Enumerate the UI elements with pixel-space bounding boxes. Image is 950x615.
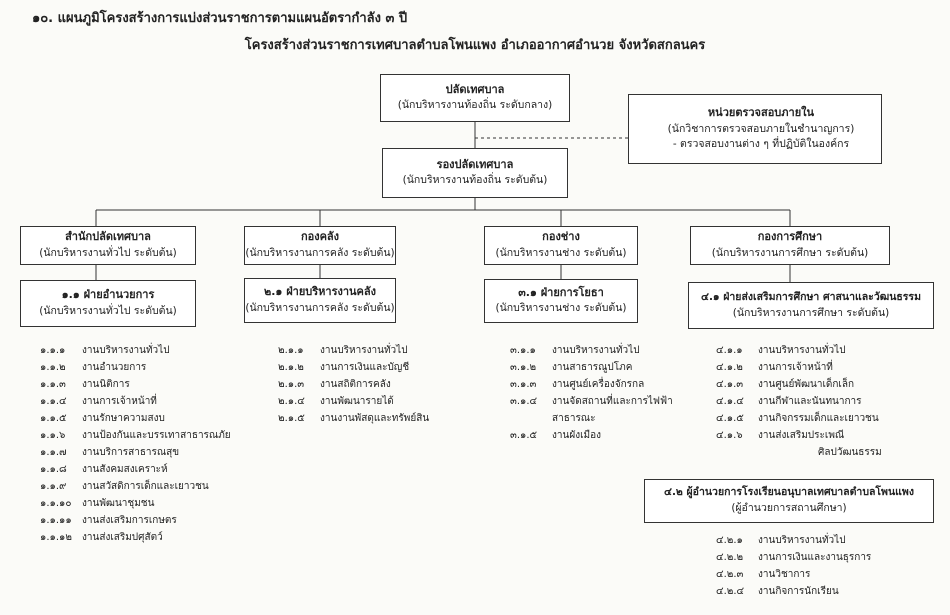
deputy-clerk-box: รองปลัดเทศบาล (นักบริหารงานท้องถิ่น ระดั… — [382, 148, 568, 198]
list-item: ๑.๑.๒งานอำนวยการ — [40, 362, 147, 373]
task-list-education: ๔.๑.๑งานบริหารงานทั่วไป ๔.๑.๒งานการเจ้าห… — [716, 346, 882, 465]
section-subtitle: (นักบริหารงานการคลัง ระดับต้น) — [245, 301, 395, 314]
list-item: ๓.๑.๒งานสาธารณูปโภค — [510, 362, 633, 373]
task-list-clerk-office: ๑.๑.๑งานบริหารงานทั่วไป ๑.๑.๒งานอำนวยการ… — [40, 346, 231, 550]
list-item: ๔.๑.๒งานการเจ้าหน้าที่ — [716, 362, 833, 373]
division-subtitle: (นักบริหารงานทั่วไป ระดับต้น) — [39, 246, 177, 259]
list-item: ๑.๑.๑๑งานส่งเสริมการเกษตร — [40, 515, 177, 526]
list-item: ๑.๑.๑๐งานพัฒนาชุมชน — [40, 498, 155, 509]
list-item: ๑.๑.๔งานการเจ้าหน้าที่ — [40, 396, 157, 407]
list-item: ๑.๑.๙งานสวัสดิการเด็กและเยาวชน — [40, 481, 209, 492]
section-subtitle: (นักบริหารงานการศึกษา ระดับต้น) — [732, 306, 890, 319]
list-item: ๑.๑.๖งานป้องกันและบรรเทาสาธารณภัย — [40, 430, 231, 441]
division-subtitle: (นักบริหารงานการศึกษา ระดับต้น) — [711, 246, 869, 259]
internal-audit-title: หน่วยตรวจสอบภายใน — [707, 106, 815, 119]
list-item: ๒.๑.๔งานพัฒนารายได้ — [278, 396, 394, 407]
list-item: ๔.๒.๑งานบริหารงานทั่วไป — [716, 535, 846, 546]
section-kindergarten-director-box: ๔.๒ ผู้อำนวยการโรงเรียนอนุบาลเทศบาลตำบลโ… — [644, 479, 934, 523]
task-list-finance: ๒.๑.๑งานบริหารงานทั่วไป ๒.๑.๒งานการเงินแ… — [278, 346, 429, 431]
division-title: กองการศึกษา — [757, 230, 823, 244]
division-title: กองคลัง — [300, 230, 340, 244]
list-item: ๒.๑.๑งานบริหารงานทั่วไป — [278, 345, 408, 356]
list-item: ๔.๑.๓งานศูนย์พัฒนาเด็กเล็ก — [716, 379, 855, 390]
list-item: ๓.๑.๑งานบริหารงานทั่วไป — [510, 345, 640, 356]
section-public-works-box: ๓.๑ ฝ่ายการโยธา (นักบริหารงานช่าง ระดับต… — [484, 279, 638, 323]
section-administration-box: ๑.๑ ฝ่ายอำนวยการ (นักบริหารงานทั่วไป ระด… — [20, 280, 196, 327]
deputy-clerk-title: รองปลัดเทศบาล — [436, 157, 514, 171]
list-item: ๑.๑.๑๒งานส่งเสริมปศุสัตว์ — [40, 532, 163, 543]
list-item: ๔.๒.๓งานวิชาการ — [716, 569, 811, 580]
section-finance-admin-box: ๒.๑ ฝ่ายบริหารงานคลัง (นักบริหารงานการคล… — [244, 278, 396, 323]
list-item: ๔.๒.๔งานกิจการนักเรียน — [716, 586, 839, 597]
list-item: ๑.๑.๘งานสังคมสงเคราะห์ — [40, 464, 168, 475]
section-subtitle: (ผู้อำนวยการสถานศึกษา) — [731, 502, 847, 514]
list-item: ๔.๒.๒งานการเงินและงานธุรการ — [716, 552, 872, 563]
division-title: สำนักปลัดเทศบาล — [65, 230, 151, 244]
chart-number-title: ๑๐. แผนภูมิโครงสร้างการแบ่งส่วนราชการตาม… — [32, 11, 408, 26]
list-item: สาธารณะ — [552, 413, 596, 424]
internal-audit-task: - ตรวจสอบงานต่าง ๆ ที่ปฏิบัติในองค์กร — [672, 138, 850, 151]
list-item: ๓.๑.๔งานจัดสถานที่และการไฟฟ้า — [510, 396, 673, 407]
task-list-kindergarten: ๔.๒.๑งานบริหารงานทั่วไป ๔.๒.๒งานการเงินแ… — [716, 536, 871, 604]
list-item: ๒.๑.๒งานการเงินและบัญชี — [278, 362, 410, 373]
list-item: ๑.๑.๑งานบริหารงานทั่วไป — [40, 345, 170, 356]
division-education-box: กองการศึกษา (นักบริหารงานการศึกษา ระดับต… — [690, 226, 890, 265]
deputy-clerk-subtitle: (นักบริหารงานท้องถิ่น ระดับต้น) — [402, 174, 548, 187]
division-subtitle: (นักบริหารงานช่าง ระดับต้น) — [495, 246, 627, 259]
section-title: ๓.๑ ฝ่ายการโยธา — [518, 285, 604, 299]
division-engineering-box: กองช่าง (นักบริหารงานช่าง ระดับต้น) — [484, 226, 638, 265]
section-subtitle: (นักบริหารงานช่าง ระดับต้น) — [495, 302, 627, 315]
municipal-clerk-subtitle: (นักบริหารงานท้องถิ่น ระดับกลาง) — [397, 99, 553, 112]
list-item: ๔.๑.๔งานกีฬาและนันทนาการ — [716, 396, 862, 407]
list-item: ๔.๑.๕งานกิจกรรมเด็กและเยาวชน — [716, 413, 879, 424]
section-title: ๒.๑ ฝ่ายบริหารงานคลัง — [263, 285, 377, 299]
division-subtitle: (นักบริหารงานการคลัง ระดับต้น) — [245, 246, 395, 259]
section-title: ๔.๒ ผู้อำนวยการโรงเรียนอนุบาลเทศบาลตำบลโ… — [664, 486, 914, 499]
section-education-promotion-box: ๔.๑ ฝ่ายส่งเสริมการศึกษา ศาสนาและวัฒนธรร… — [688, 282, 934, 329]
list-item: ๒.๑.๕งานงานพัสดุและทรัพย์สิน — [278, 413, 430, 424]
list-item: ๔.๑.๖งานส่งเสริมประเพณี — [716, 430, 845, 441]
division-title: กองช่าง — [542, 230, 580, 244]
task-list-engineering: ๓.๑.๑งานบริหารงานทั่วไป ๓.๑.๒งานสาธารณูป… — [510, 346, 673, 448]
list-item: ๒.๑.๓งานสถิติการคลัง — [278, 379, 391, 390]
list-item: ๑.๑.๓งานนิติการ — [40, 379, 130, 390]
division-finance-box: กองคลัง (นักบริหารงานการคลัง ระดับต้น) — [244, 226, 396, 265]
list-item: ๓.๑.๓งานศูนย์เครื่องจักรกล — [510, 379, 645, 390]
section-title: ๔.๑ ฝ่ายส่งเสริมการศึกษา ศาสนาและวัฒนธรร… — [701, 290, 921, 303]
municipal-clerk-title: ปลัดเทศบาล — [445, 82, 505, 96]
list-item: ๔.๑.๑งานบริหารงานทั่วไป — [716, 345, 846, 356]
list-item: ๑.๑.๕งานรักษาความสงบ — [40, 413, 165, 424]
chart-title: โครงสร้างส่วนราชการเทศบาลตำบลโพนแพง อำเภ… — [244, 38, 706, 53]
list-item: ศิลปวัฒนธรรม — [818, 447, 882, 458]
list-item: ๑.๑.๗งานบริการสาธารณสุข — [40, 447, 180, 458]
internal-audit-subtitle: (นักวิชาการตรวจสอบภายในชำนาญการ) — [667, 122, 855, 135]
section-title: ๑.๑ ฝ่ายอำนวยการ — [61, 288, 155, 302]
internal-audit-box: หน่วยตรวจสอบภายใน (นักวิชาการตรวจสอบภายใ… — [628, 94, 882, 164]
list-item: ๓.๑.๕งานผังเมือง — [510, 430, 601, 441]
municipal-clerk-box: ปลัดเทศบาล (นักบริหารงานท้องถิ่น ระดับกล… — [380, 74, 570, 122]
division-clerk-office-box: สำนักปลัดเทศบาล (นักบริหารงานทั่วไป ระดั… — [20, 226, 196, 265]
section-subtitle: (นักบริหารงานทั่วไป ระดับต้น) — [39, 304, 177, 317]
